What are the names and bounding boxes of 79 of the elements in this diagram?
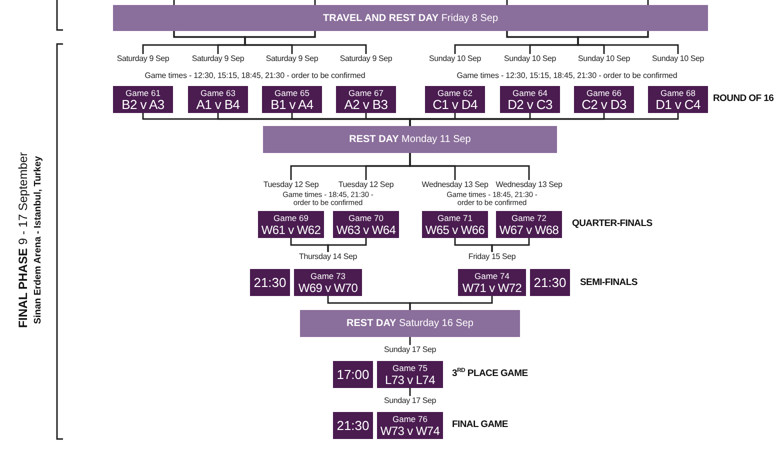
game-number: Game 62 <box>438 88 472 98</box>
game-number: Game 67 <box>348 88 384 98</box>
round-heading: 3$^{RD}$ PLACE GAME <box>452 368 528 380</box>
game-number: Game 71 <box>438 212 472 222</box>
rest-day-banner: TRAVEL AND REST DAY Friday 8 Sep <box>113 5 708 31</box>
matchup-label: W71 v W72 <box>462 280 522 294</box>
game-number: Game 70 <box>348 212 384 222</box>
matchup-label: L73 v L74 <box>384 372 435 386</box>
bracket-line <box>314 0 316 5</box>
bracket-line <box>409 296 493 310</box>
bracket-line <box>244 31 367 54</box>
matchup-label: A2 v B3 <box>344 98 388 112</box>
date-label: Saturday 9 Sep <box>266 54 318 64</box>
kickoff-time-tile: 17:00 <box>333 361 373 388</box>
date-label: Thursday 14 Sep <box>299 252 357 262</box>
matchup-label: A1 v B4 <box>196 98 240 112</box>
matchup-label: W61 v W62 <box>261 222 321 236</box>
bracket-line <box>506 0 508 5</box>
round-heading: FINAL GAME <box>452 419 508 431</box>
matchup-label: D2 v C3 <box>508 98 552 112</box>
game-number: Game 69 <box>274 212 308 222</box>
game-number: Game 65 <box>274 88 310 98</box>
game-number: Game 68 <box>660 88 696 98</box>
game-number: Game 61 <box>126 88 160 98</box>
round-heading: SEMI-FINALS <box>580 277 638 289</box>
round-heading: ROUND OF 16 <box>713 93 774 105</box>
date-label: Saturday 9 Sep <box>116 54 170 64</box>
bracket-line <box>173 0 175 5</box>
game-number: Game 74 <box>474 270 510 280</box>
matchup-label: D1 v C4 <box>656 98 700 112</box>
matchup-label: W73 v W74 <box>380 424 440 438</box>
bracket-line <box>173 31 246 54</box>
bracket-line <box>577 31 679 54</box>
kickoff-time-tile: 21:30 <box>250 269 290 296</box>
matchup-label: W67 v W68 <box>499 222 559 236</box>
game-number: Game 75 <box>392 362 428 372</box>
bracket-line <box>327 238 367 252</box>
date-label: Saturday 9 Sep <box>340 54 392 64</box>
rest-day-banner: REST DAY Monday 11 Sep <box>263 126 557 153</box>
game-number: Game 64 <box>512 88 548 98</box>
date-label: Friday 15 Sep <box>468 252 516 262</box>
kickoff-time-tile: 21:30 <box>530 269 570 296</box>
matchup-label: C1 v D4 <box>432 98 478 112</box>
date-label: Tuesday 12 Sep <box>263 180 319 190</box>
venue-label: Sinan Erdem Arena - Istanbul, Turkey <box>32 156 44 324</box>
matchup-label: W65 v W66 <box>425 222 485 236</box>
round-heading: QUARTER-FINALS <box>572 218 652 230</box>
game-number: Game 76 <box>392 414 428 424</box>
date-label: Wednesday 13 Sep <box>422 180 488 190</box>
kickoff-time-tile: 21:30 <box>333 412 373 439</box>
game-number: Game 63 <box>200 88 236 98</box>
matchup-label: B2 v A3 <box>122 98 164 112</box>
bracket-line <box>491 238 530 252</box>
date-label: Tuesday 12 Sep <box>338 180 394 190</box>
date-label: Sunday 17 Sep <box>384 345 436 355</box>
date-label: Sunday 10 Sep <box>428 54 482 64</box>
matchup-label: W63 v W64 <box>336 222 396 236</box>
date-label: Sunday 10 Sep <box>578 54 630 64</box>
bracket-line <box>409 388 411 396</box>
schedule-note: Game times - 12:30, 15:15, 18:45, 21:30 - order to be confirmed <box>144 71 366 81</box>
bracket-line <box>409 113 679 126</box>
bracket-line <box>409 337 411 345</box>
date-label: Wednesday 13 Sep <box>496 180 562 190</box>
bracket-line <box>409 153 530 180</box>
date-label: Saturday 9 Sep <box>192 54 244 64</box>
game-number: Game 72 <box>512 212 546 222</box>
phase-heading: FINAL PHASE 9 - 17 September <box>16 152 30 328</box>
bracket-line <box>647 0 649 5</box>
game-number: Game 73 <box>310 270 346 280</box>
rest-day-banner: REST DAY Saturday 16 Sep <box>300 310 520 337</box>
game-number: Game 66 <box>586 88 622 98</box>
matchup-label: C2 v D3 <box>582 98 626 112</box>
date-label: Sunday 17 Sep <box>384 396 436 406</box>
matchup-label: W69 v W70 <box>298 280 358 294</box>
matchup-label: B1 v A4 <box>270 98 314 112</box>
date-label: Sunday 10 Sep <box>504 54 556 64</box>
date-label: Sunday 10 Sep <box>652 54 704 64</box>
schedule-note: Game times - 12:30, 15:15, 18:45, 21:30 - order to be confirmed <box>456 71 678 81</box>
bracket-line <box>506 31 579 54</box>
